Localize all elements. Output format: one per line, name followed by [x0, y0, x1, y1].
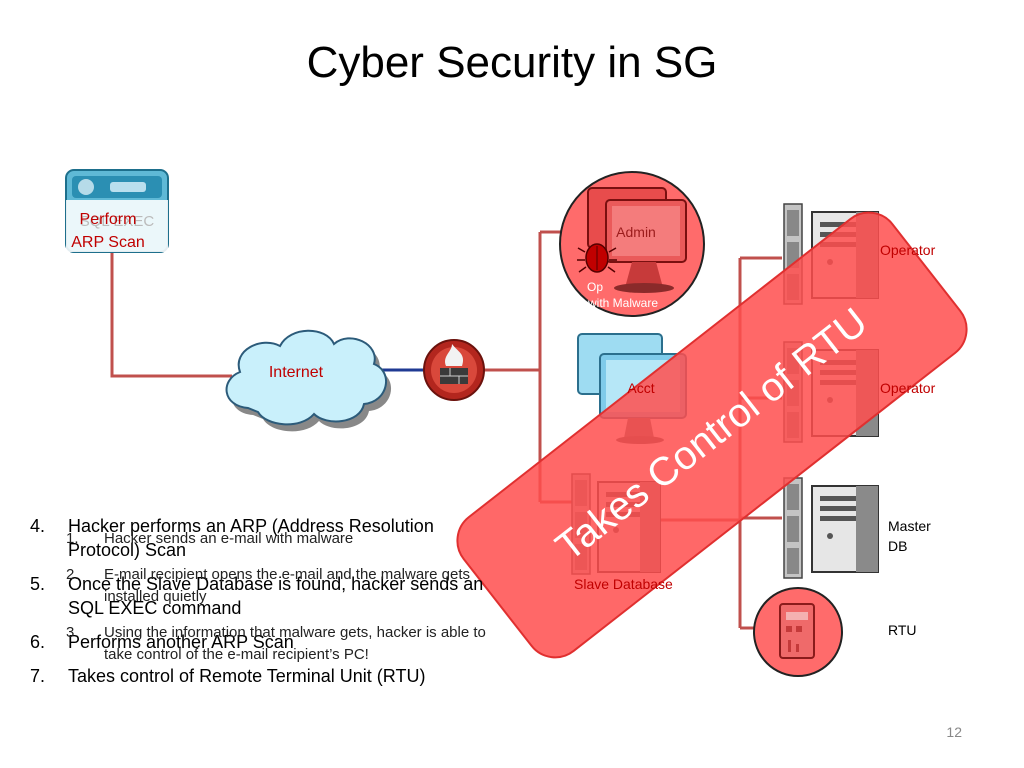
- list-item-number: 3.: [66, 624, 79, 641]
- master-db-label: Master DB: [888, 518, 931, 554]
- internet-cloud-icon: [225, 329, 392, 432]
- master-db-server-icon: [783, 477, 879, 579]
- hacker-sql-exec-label: SQL EXEC: [79, 213, 155, 230]
- list-item-text: Performs another ARP Scan: [68, 632, 294, 652]
- list-item-text: Using the information that malware gets,…: [104, 624, 486, 663]
- operator-malware-label-b: with Malware: [587, 296, 659, 310]
- list-item: 5. Once the Slave Database is found, hac…: [30, 572, 510, 620]
- list-item-number: 2.: [66, 566, 79, 583]
- link-hacker-internet: [110, 252, 232, 378]
- list-item-number: 7.: [30, 666, 46, 686]
- list-item: 7. Takes control of Remote Terminal Unit…: [30, 664, 510, 688]
- rtu-device-icon: [753, 587, 843, 677]
- operator-1-label: Operator: [880, 242, 936, 258]
- firewall-icon: [423, 339, 485, 401]
- list-item-number: 6.: [30, 632, 46, 652]
- list-item: 1. Hacker sends an e-mail with malware: [66, 528, 498, 550]
- list-item-number: 1.: [66, 530, 79, 547]
- slave-database-label: Slave Database: [574, 576, 673, 592]
- takes-control-banner: [456, 211, 968, 659]
- list-item-text: Hacker sends an e-mail with malware: [104, 530, 354, 547]
- slide-title: Cyber Security in SG: [306, 38, 718, 87]
- operator-malware-label-a: Op: [586, 280, 603, 294]
- list-item-text: E-mail recipient opens the e-mail and th…: [104, 566, 471, 605]
- list-item: 3. Using the information that malware ge…: [66, 622, 498, 666]
- list-item: 6. Performs another ARP Scan: [30, 630, 510, 654]
- list-item-number: 5.: [30, 574, 46, 594]
- malware-bug-icon: [577, 243, 617, 273]
- list-item-number: 4.: [30, 516, 46, 536]
- list-item-text: Once the Slave Database is found, hacker…: [68, 574, 484, 618]
- main-step-list: 4. Hacker performs an ARP (Address Resol…: [30, 514, 510, 688]
- list-item-text: Takes control of Remote Terminal Unit (R…: [68, 666, 426, 686]
- admin-workstation-icon: [559, 171, 705, 317]
- rtu-label: RTU: [888, 622, 917, 638]
- perform-arp-label: Perform ARP Scan: [71, 211, 145, 251]
- list-item-text: Hacker performs an ARP (Address Resoluti…: [68, 516, 434, 560]
- list-item: 2. E-mail recipient opens the e-mail and…: [66, 564, 498, 608]
- page-number: 12: [946, 724, 962, 740]
- sub-step-list: 1. Hacker sends an e-mail with malware 2…: [66, 528, 498, 666]
- internet-label: Internet: [268, 364, 324, 381]
- acct-label: Acct: [627, 380, 655, 396]
- admin-label: Admin: [616, 224, 656, 240]
- hacker-laptop-icon: [65, 169, 169, 253]
- operator-2-label: Operator: [880, 380, 936, 396]
- list-item: 4. Hacker performs an ARP (Address Resol…: [30, 514, 510, 562]
